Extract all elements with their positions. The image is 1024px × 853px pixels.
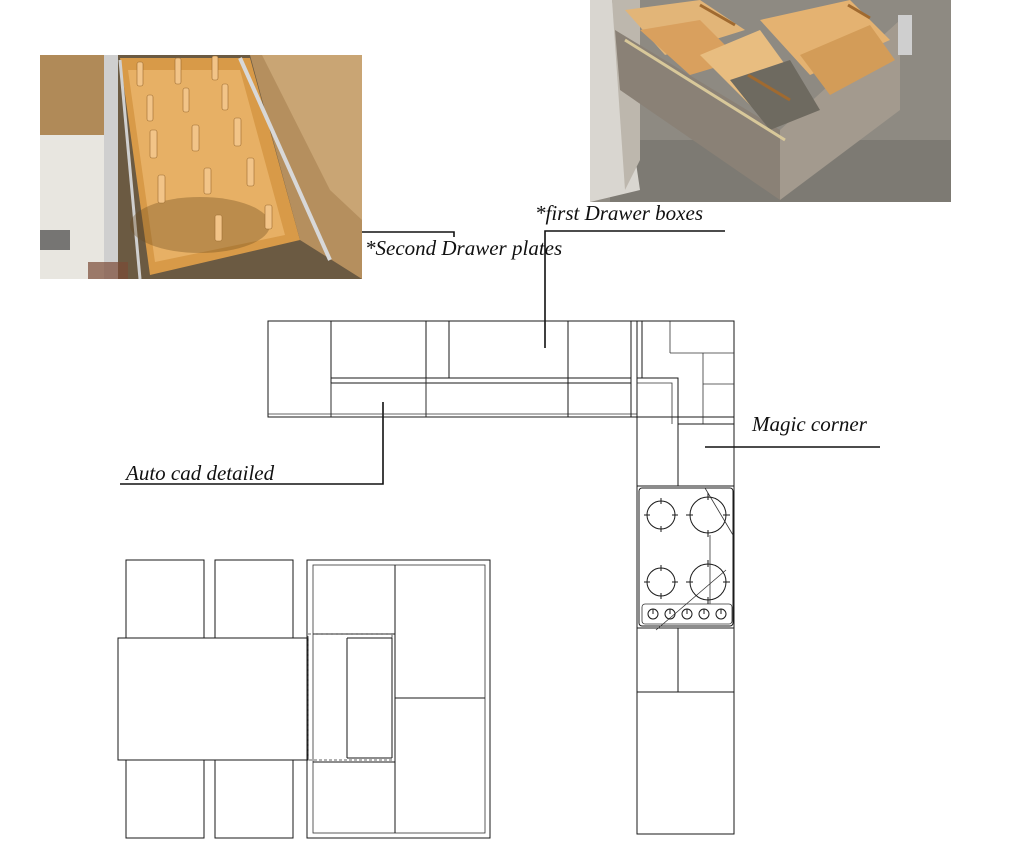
kitchen-right-run [636, 320, 735, 835]
autocad-label: Auto cad detailed [124, 461, 275, 485]
chair-bottom-left [125, 759, 205, 839]
second-drawer-label: *Second Drawer plates [365, 236, 562, 260]
leader-second-drawer [362, 231, 455, 237]
drawer-boxes-photo [590, 0, 951, 202]
burner-bottom-left [644, 565, 678, 599]
leader-first-drawer [544, 230, 725, 348]
chair-top-right [214, 559, 294, 639]
dining-table [117, 637, 309, 761]
pegboard-drawer-photo [40, 55, 362, 280]
cooktop [638, 487, 734, 631]
first-drawer-label: *first Drawer boxes [535, 201, 703, 225]
chair-top-left [125, 559, 205, 639]
burner-bottom-right [686, 560, 730, 604]
kitchen-top-run [267, 320, 735, 418]
dining-set [117, 559, 309, 839]
leader-autocad [120, 402, 384, 485]
sofa-unit [306, 559, 491, 839]
magic-corner-label: Magic corner [751, 412, 868, 436]
chair-bottom-right [214, 759, 294, 839]
burner-top-right [686, 493, 730, 537]
burner-top-left [644, 498, 678, 532]
hob-knobs [647, 608, 727, 620]
